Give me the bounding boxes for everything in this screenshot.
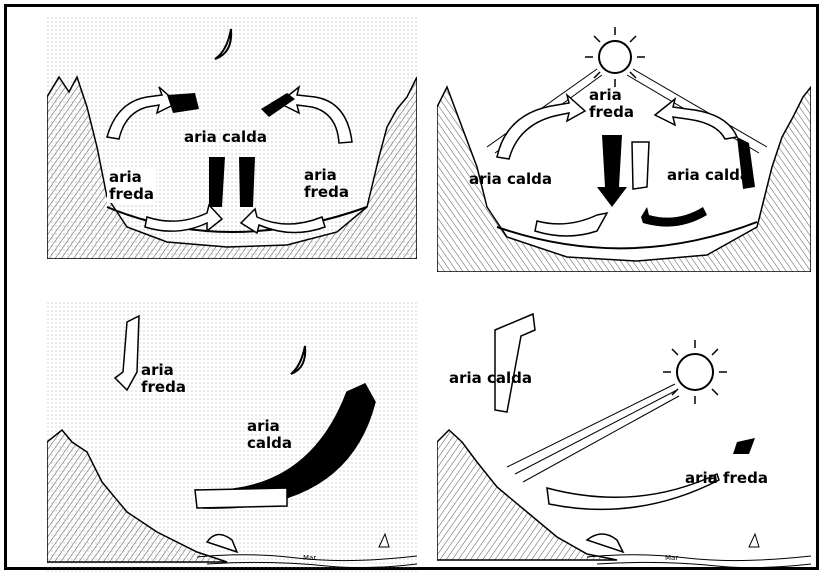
panel-night-coast: Mar aria freda aria calda: [47, 302, 417, 573]
label-cold-line1: aria: [141, 362, 186, 379]
label-cold: aria freda: [139, 362, 188, 396]
arrow-left-top: [497, 95, 585, 159]
sun-rays: [507, 384, 679, 482]
sea-text: Mar: [303, 554, 316, 562]
label-warm: aria calda: [245, 418, 294, 452]
label-warm-left: aria calda: [467, 171, 554, 188]
label-warm-right: aria calda: [665, 167, 752, 184]
day-coast-illustration: Mar: [437, 302, 811, 573]
label-warm-line2: calda: [247, 435, 292, 452]
label-cold-center-line1: aria: [589, 87, 634, 104]
day-valley-illustration: [437, 17, 811, 272]
arrow-right-top: [655, 99, 737, 139]
label-cold-right-line1: aria: [304, 167, 349, 184]
label-cold-center-line2: freda: [589, 104, 634, 121]
label-cold-left-line1: aria: [109, 169, 154, 186]
label-cold-left: aria freda: [107, 169, 156, 203]
label-warm-line1: aria: [247, 418, 292, 435]
sun-icon: [585, 27, 645, 87]
label-cold-right-line2: freda: [304, 184, 349, 201]
label-cold-left-line2: freda: [109, 186, 154, 203]
arrow-center-right: [239, 157, 255, 207]
rocks: [587, 534, 623, 552]
arrow-bottom-left: [535, 213, 607, 236]
panel-day-valley: aria freda aria calda aria calda: [437, 17, 811, 272]
panel-day-coast: Mar aria calda aria freda: [437, 302, 811, 573]
label-cold-line2: freda: [141, 379, 186, 396]
label-cold: aria freda: [683, 470, 770, 487]
sea-waves: [587, 555, 811, 568]
arrow-warm-tail: [195, 488, 287, 508]
arrow-center-down-dark: [597, 135, 627, 207]
label-warm-center: aria calda: [182, 129, 269, 146]
sailboat-icon: [749, 534, 759, 547]
arrow-center-down-light: [632, 142, 649, 189]
diagram-frame: aria calda aria freda aria freda: [4, 4, 819, 570]
arrow-bottom-right: [641, 207, 707, 227]
sea-text: Mar: [665, 554, 678, 562]
panel-night-valley: aria calda aria freda aria freda: [47, 17, 417, 259]
arrow-warm-up: [495, 314, 535, 412]
label-warm: aria calda: [447, 370, 534, 387]
label-cold-right: aria freda: [302, 167, 351, 201]
arrow-cold-dark-tip: [733, 438, 755, 454]
night-coast-illustration: Mar: [47, 302, 417, 573]
sun-icon: [663, 340, 727, 404]
label-cold-center: aria freda: [587, 87, 636, 121]
